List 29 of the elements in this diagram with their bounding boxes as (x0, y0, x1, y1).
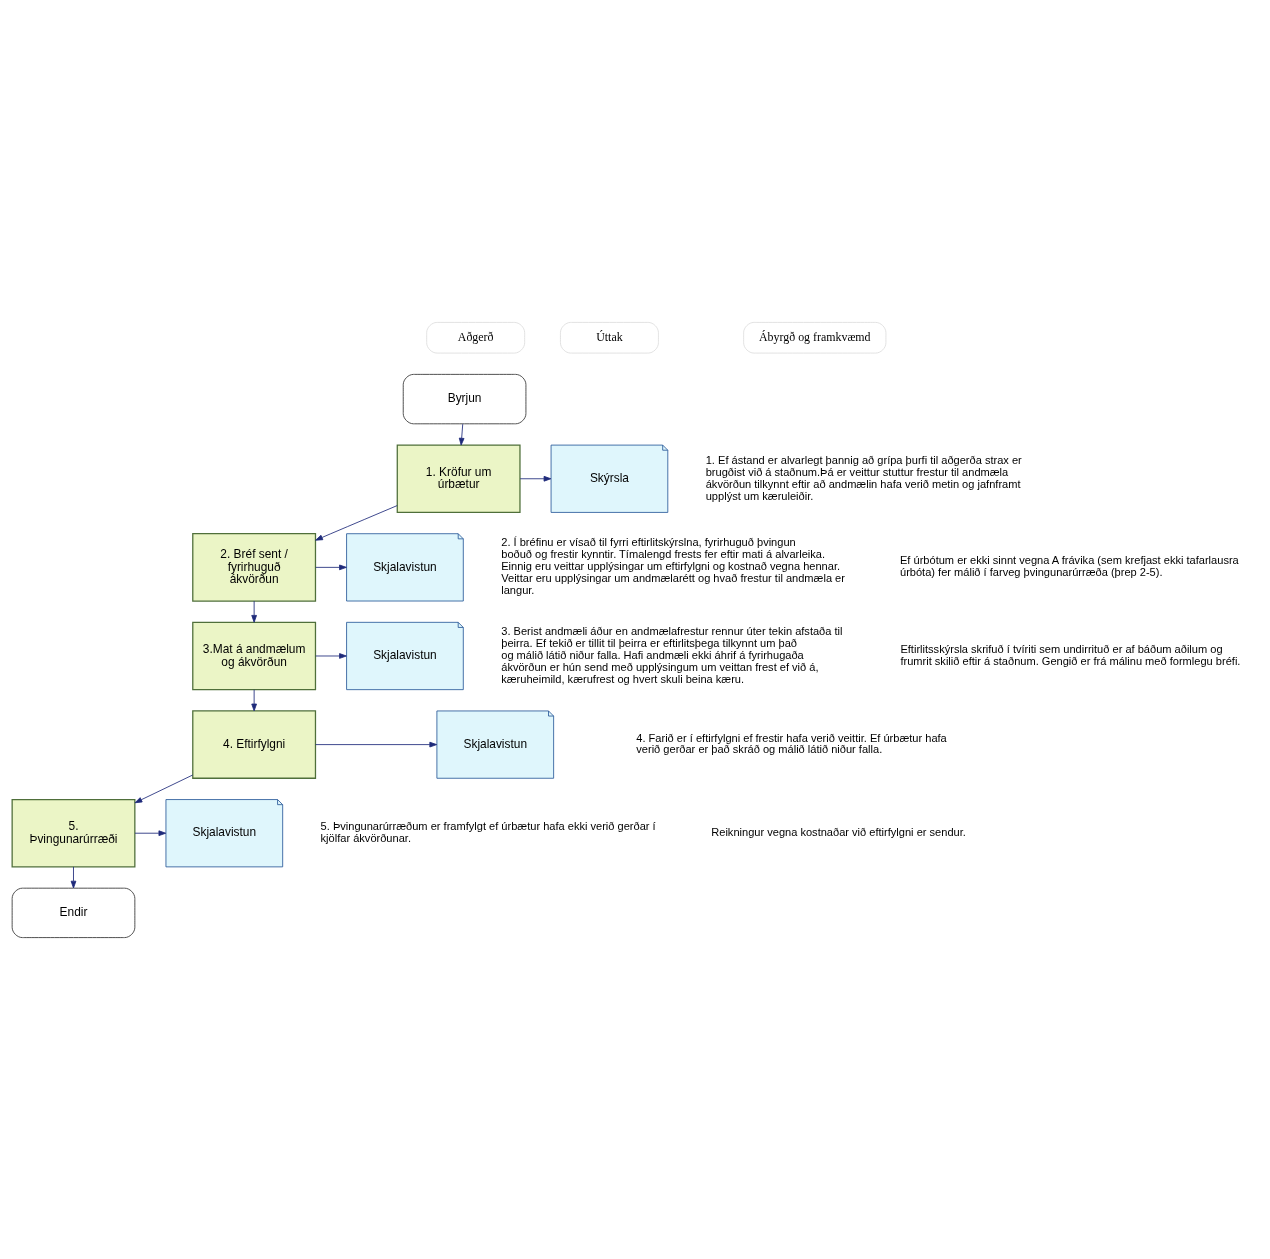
node-box: 1. Kröfur um úrbætur (396, 443, 521, 513)
node-box: Úttak (560, 321, 659, 353)
node-box: 4. Eftirfylgni (192, 709, 317, 779)
label: Eftirlitsskýrsla skrifuð í tvíriti sem undirrituð er af báðum aðilum og frumrit skilið eftir á staðnum. Gengið er frá málinu með formlegu bréfi. (900, 642, 1241, 667)
node-box: Aðgerð (426, 321, 526, 353)
label: Reikningur vegna kostnaðar við eftirfylgni er sendur. (711, 825, 966, 838)
node-box: 5. Þvingunarúrræði (11, 798, 136, 867)
arrow (315, 504, 398, 541)
arrow (70, 866, 77, 888)
arrow (458, 423, 465, 445)
label: 5. Þvingunarúrræðum er framfylgt ef úrbætur hafa ekki verið gerðar í kjölfar ákvörðunar. (320, 819, 656, 844)
node-box: Endir (11, 887, 136, 938)
arrow (134, 774, 194, 803)
label: 3. Berist andmæli áður en andmælafrestur rennur úter tekin afstaða til þeirra. Ef tekið er tillit til þeirra er eftirlitsþega tilkynnt um það og málið látið niður falla. Hafi andmæli ekki áhrif á fyrirhugaða ákvörðun er hún send með upplýsingum um veittan frest ef við á, kæruheimild, kærufrest og hvert skuli beina kæru. (501, 624, 843, 685)
label: 2. Í bréfinu er vísað til fyrri eftirlitskýrslna, fyrirhuguð þvingun boðuð og frestir kynntir. Tímalengd frests fer eftir mati á alvarleika. Einnig eru veittar upplýsingar um eftirfylgni og kostnað vegna hennar. Veittar eru upplýsingar um andmælarétt og hvað frestur til andmæla er langur. (501, 535, 845, 596)
label: 4. Farið er í eftirfylgni ef frestir hafa verið veittir. Ef úrbætur hafa verið gerðar er það skráð og málið látið niður falla. (636, 731, 947, 755)
arrow (251, 600, 257, 623)
node-box: Ábyrgð og framkvæmd (743, 321, 887, 353)
node-box: Byrjun (402, 373, 527, 424)
arrow (519, 475, 552, 482)
label: Ef úrbótum er ekki sinnt vegna A frávika (sem krefjast ekki tafarlausra úrbóta) fer málið í farveg þvingunarúrræða (þrep 2-5). (899, 553, 1239, 578)
arrow (315, 564, 347, 570)
label: 1. Ef ástand er alvarlegt þannig að grípa þurfi til aðgerða strax er brugðist við á staðnum.Þá er veittur stuttur frestur til andmæla ákvörðun tilkynnt eftir að andmælin hafa verið metin og jafnframt upplýst um kæruleiðir. (705, 453, 1022, 502)
arrow (251, 688, 257, 711)
arrow (134, 829, 167, 836)
node-box: 2. Bréf sent / fyrirhuguð ákvörðun (192, 532, 317, 602)
arrow (315, 652, 347, 659)
node-box: 3.Mat á andmælum og ákvörðun (192, 621, 317, 690)
arrow (315, 741, 438, 747)
